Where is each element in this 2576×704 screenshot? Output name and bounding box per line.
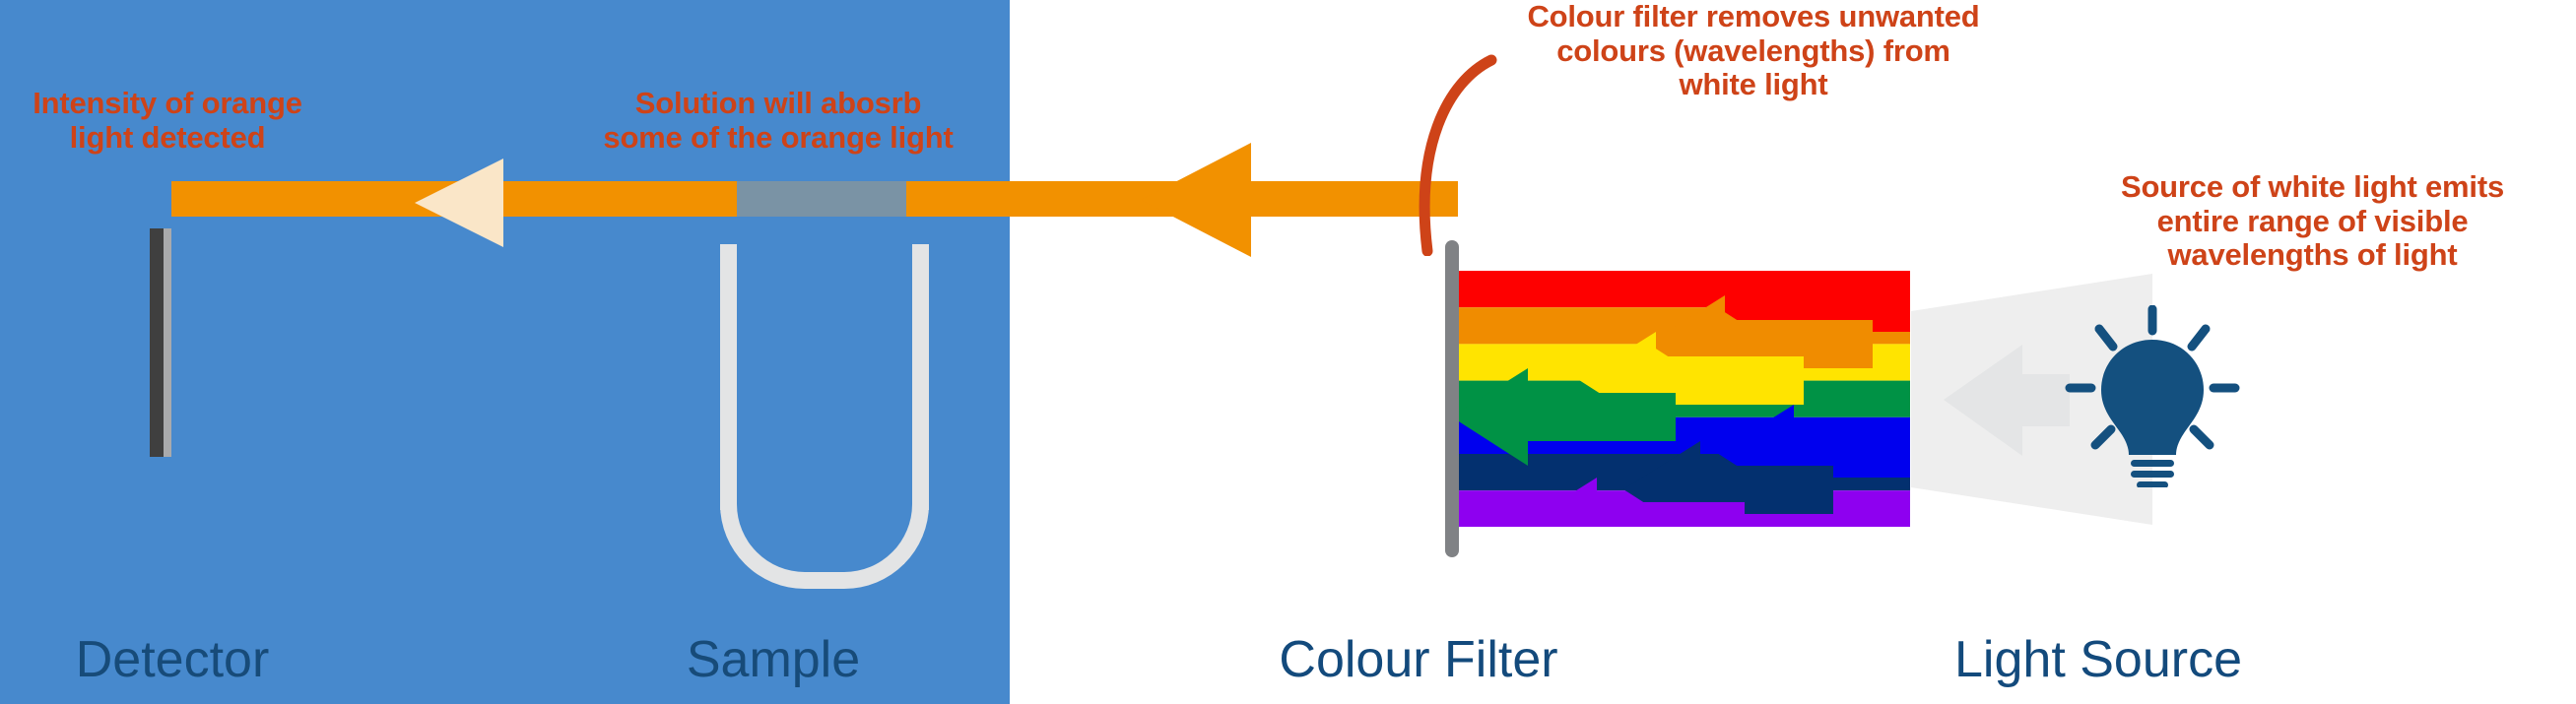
spectrum-svg — [1459, 271, 1910, 527]
part-label-sample: Sample — [686, 631, 861, 688]
cuvette-bottom — [720, 421, 929, 589]
part-label-light-source: Light Source — [1954, 631, 2242, 688]
annotation-light-source: Source of white light emits entire range… — [2120, 169, 2505, 273]
rainbow-spectrum — [1459, 271, 1910, 527]
white-light-cone — [1911, 274, 2152, 525]
arrow-green — [1459, 368, 1676, 466]
part-label-detector: Detector — [75, 631, 270, 688]
annotation-colour-filter: Colour filter removes unwanted colours (… — [1527, 0, 1980, 102]
cone-arrow-icon — [1944, 345, 2070, 456]
detected-light-arrowhead-icon — [415, 159, 503, 247]
detector-slab-edge — [164, 228, 171, 457]
detector-slab-face — [150, 228, 164, 457]
bulb-rays — [2065, 305, 2240, 450]
detector-slab — [150, 228, 171, 457]
arrow-violet — [1520, 478, 1745, 527]
annotation-sample: Solution will abosrb some of the orange … — [603, 86, 954, 155]
sample-cuvette — [720, 244, 929, 589]
part-label-colour-filter: Colour Filter — [1279, 631, 1558, 688]
light-bulb-icon — [2065, 305, 2240, 487]
colour-filter-bar — [1445, 240, 1459, 557]
orange-beam-arrowhead-icon — [1141, 143, 1251, 257]
beam-inside-sample-attenuated — [737, 181, 912, 217]
annotation-detector: Intensity of orange light detected — [33, 86, 302, 155]
